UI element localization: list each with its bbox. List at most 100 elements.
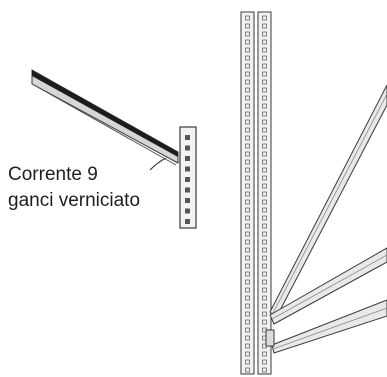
upright-hole <box>245 327 250 333</box>
upright-hole <box>262 167 267 173</box>
upright-hole <box>245 191 250 197</box>
upright-hole <box>262 279 267 285</box>
upright-hole <box>245 135 250 141</box>
upright-hole <box>262 79 267 85</box>
upright-hole <box>262 23 267 29</box>
upright-hole <box>245 15 250 21</box>
beam-connector-plate <box>179 126 197 229</box>
upright-hole <box>245 71 250 77</box>
upright-hole <box>262 103 267 109</box>
upright-hole <box>262 287 267 293</box>
beam-label-line-1: Corrente 9 <box>8 164 98 185</box>
upright-hole <box>262 127 267 133</box>
upright-hole <box>245 31 250 37</box>
upright-hole <box>245 87 250 93</box>
upright-hole <box>245 167 250 173</box>
upright-hole <box>245 103 250 109</box>
connector-hook <box>185 145 190 151</box>
upright-hole <box>245 127 250 133</box>
upright-hole <box>245 255 250 261</box>
label-leader-line <box>149 157 167 171</box>
upright-hole <box>262 111 267 117</box>
upright-hole <box>262 55 267 61</box>
upright-hole <box>245 119 250 125</box>
upright-hole <box>245 223 250 229</box>
upright-hole <box>262 175 267 181</box>
connector-hook <box>185 177 190 182</box>
upright-hole <box>262 215 267 221</box>
connector-hook <box>185 166 190 172</box>
upright-hole <box>262 311 267 317</box>
upright-hole <box>245 231 250 237</box>
upright-hole <box>262 351 267 357</box>
connector-hook <box>185 156 190 161</box>
upright-hole <box>245 199 250 205</box>
upright-hole <box>262 143 267 149</box>
upright-hole <box>262 199 267 205</box>
upright-hole <box>262 247 267 253</box>
brace-lower <box>271 299 387 354</box>
upright-hole <box>245 47 250 53</box>
connector-hook <box>185 208 190 214</box>
upright-hole <box>262 63 267 69</box>
upright-hole <box>245 207 250 213</box>
upright-hole <box>245 63 250 69</box>
diagonal-braces <box>265 84 387 354</box>
upright-hole <box>245 287 250 293</box>
upright-hole <box>262 255 267 261</box>
upright-hole <box>262 31 267 37</box>
upright-hole <box>245 239 250 245</box>
brace-middle <box>269 247 387 325</box>
upright-hole <box>262 359 267 365</box>
upright-hole <box>245 175 250 181</box>
upright-hole <box>262 231 267 237</box>
upright-hole <box>245 367 250 373</box>
beam <box>31 69 179 166</box>
upright-left <box>240 11 255 375</box>
upright-hole <box>245 111 250 117</box>
upright-hole <box>262 87 267 93</box>
connector-hook <box>185 219 190 224</box>
upright-hole <box>262 271 267 277</box>
upright-hole <box>245 335 250 341</box>
upright-hole <box>262 135 267 141</box>
upright-hole <box>245 279 250 285</box>
upright-hole <box>262 15 267 21</box>
upright-hole <box>245 39 250 45</box>
upright-hole <box>262 223 267 229</box>
upright-hole <box>262 183 267 189</box>
upright-hole <box>245 183 250 189</box>
connector-hooks <box>185 135 190 224</box>
upright-hole <box>245 79 250 85</box>
upright-hole <box>262 367 267 373</box>
upright-hole <box>262 39 267 45</box>
upright-hole <box>262 319 267 325</box>
upright-hole <box>262 119 267 125</box>
upright-hole <box>245 295 250 301</box>
upright-hole <box>245 247 250 253</box>
connector-hook <box>185 135 190 140</box>
upright-hole <box>245 271 250 277</box>
upright-hole <box>245 215 250 221</box>
upright-hole <box>262 159 267 165</box>
upright-hole <box>245 151 250 157</box>
upright-hole <box>245 311 250 317</box>
connector-hook <box>185 198 190 203</box>
upright-hole <box>262 151 267 157</box>
brace-bracket <box>265 329 275 347</box>
upright-left-holes <box>245 15 250 373</box>
upright-hole <box>245 159 250 165</box>
connector-hook <box>185 187 190 193</box>
upright-hole <box>245 263 250 269</box>
upright-hole <box>245 303 250 309</box>
upright-hole <box>245 351 250 357</box>
upright-hole <box>245 55 250 61</box>
upright-hole <box>262 191 267 197</box>
upright-hole <box>245 359 250 365</box>
upright-hole <box>245 343 250 349</box>
upright-hole <box>245 319 250 325</box>
beam-top-flange <box>32 70 178 157</box>
upright-hole <box>262 95 267 101</box>
upright-hole <box>262 263 267 269</box>
